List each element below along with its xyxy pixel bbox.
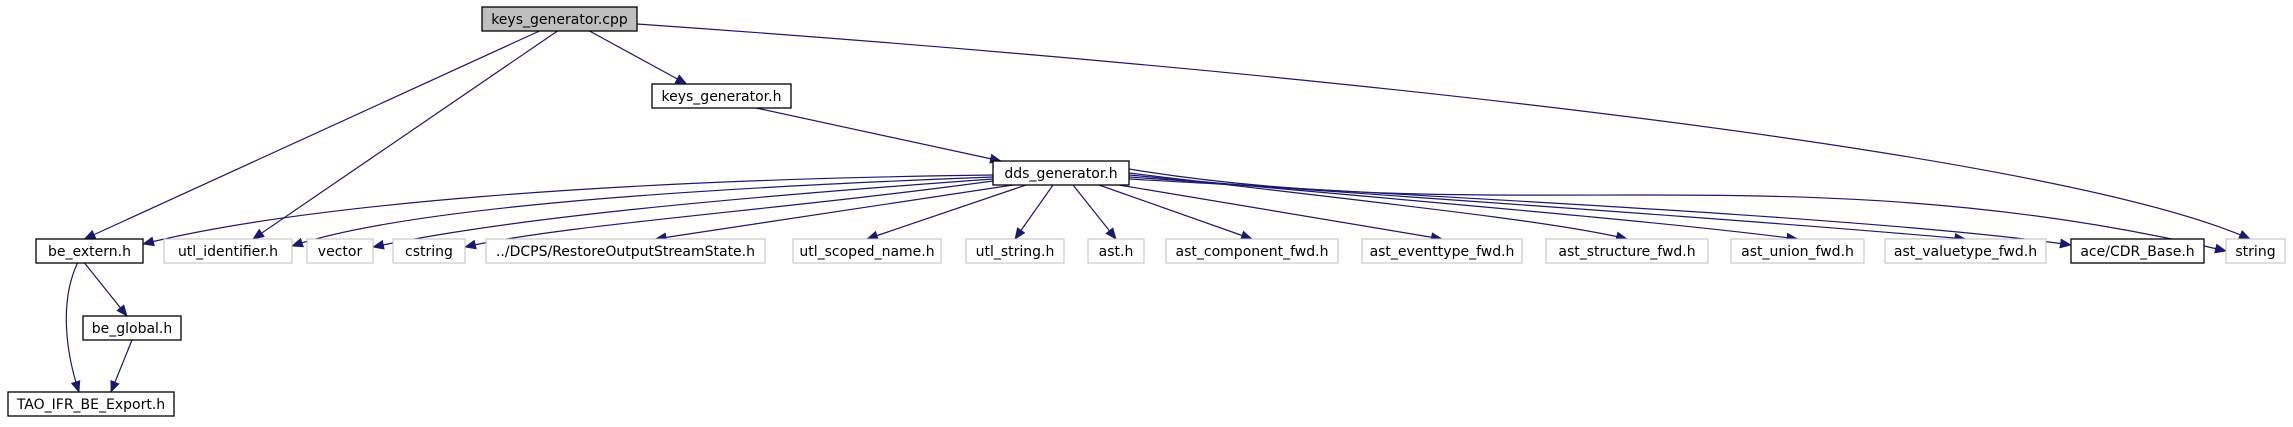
node-box — [35, 238, 144, 264]
node-label: ace/CDR_Base.h — [2080, 244, 2194, 260]
edge-be_global_h-to-tao_ifr_be_export_h — [110, 339, 133, 393]
node-box — [392, 238, 466, 264]
node-keys_generator_cpp: keys_generator.cpp — [481, 6, 638, 32]
node-label: ast_eventtype_fwd.h — [1370, 244, 1515, 260]
node-string[interactable]: string — [2225, 238, 2286, 264]
node-box — [82, 315, 182, 341]
node-box — [2070, 238, 2205, 264]
node-ast_h[interactable]: ast.h — [1087, 238, 1145, 264]
nodes-layer: keys_generator.cpp keys_generator.h dds_ge… — [7, 6, 2286, 417]
edge-dds_generator_h-to-utl_scoped_name_h — [866, 184, 1027, 241]
edge-keys_generator_h-to-dds_generator_h — [755, 107, 1002, 164]
node-box — [1545, 238, 1709, 264]
node-vector[interactable]: vector — [306, 238, 374, 264]
node-label: ../DCPS/RestoreOutputStreamState.h — [496, 244, 755, 260]
node-box — [1884, 238, 2047, 264]
node-tao_ifr_be_export_h[interactable]: TAO_IFR_BE_Export.h — [7, 391, 175, 417]
node-keys_generator_h[interactable]: keys_generator.h — [651, 83, 792, 109]
node-ast_structure_fwd_h[interactable]: ast_structure_fwd.h — [1545, 238, 1709, 264]
node-ast_union_fwd_h[interactable]: ast_union_fwd.h — [1730, 238, 1865, 264]
node-label: cstring — [405, 244, 453, 260]
node-box — [481, 6, 638, 32]
node-label: TAO_IFR_BE_Export.h — [16, 397, 165, 413]
edge-dds_generator_h-to-utl_string_h — [1014, 184, 1054, 240]
edge-keys_generator_cpp-to-string — [636, 23, 2251, 240]
node-ace_cdr_base_h[interactable]: ace/CDR_Base.h — [2070, 238, 2205, 264]
node-label: ast_structure_fwd.h — [1558, 244, 1695, 260]
edge-dds_generator_h-to-restore_output_stream_state_h — [654, 184, 1014, 243]
edge-dds_generator_h-to-ast_component_fwd_h — [1098, 184, 1253, 241]
edge-dds_generator_h-to-ast_h — [1072, 184, 1117, 240]
edge-dds_generator_h-to-utl_identifier_h — [291, 176, 994, 248]
node-dds_generator_h[interactable]: dds_generator.h — [992, 160, 1130, 186]
node-utl_string_h[interactable]: utl_string.h — [965, 238, 1065, 264]
node-label: keys_generator.h — [662, 89, 782, 105]
edges-layer — [65, 23, 2251, 393]
node-box — [1087, 238, 1145, 264]
node-label: keys_generator.cpp — [491, 12, 628, 28]
edge-dds_generator_h-to-ast_eventtype_fwd_h — [1118, 184, 1443, 243]
node-box — [163, 238, 293, 264]
node-box — [306, 238, 374, 264]
node-label: ast_union_fwd.h — [1741, 244, 1854, 260]
node-box — [1165, 238, 1339, 264]
node-label: ast_valuetype_fwd.h — [1894, 244, 2037, 260]
node-label: utl_scoped_name.h — [799, 244, 934, 260]
node-box — [651, 83, 792, 109]
edge-keys_generator_cpp-to-utl_identifier_h — [252, 30, 558, 240]
node-label: be_global.h — [92, 321, 173, 337]
node-ast_component_fwd_h[interactable]: ast_component_fwd.h — [1165, 238, 1339, 264]
node-cstring[interactable]: cstring — [392, 238, 466, 264]
edge-dds_generator_h-to-be_extern_h — [142, 174, 994, 247]
node-box — [1730, 238, 1865, 264]
node-be_extern_h[interactable]: be_extern.h — [35, 238, 144, 264]
node-ast_valuetype_fwd_h[interactable]: ast_valuetype_fwd.h — [1884, 238, 2047, 264]
edge-be_extern_h-to-be_global_h — [84, 262, 128, 317]
node-label: ast_component_fwd.h — [1176, 244, 1329, 260]
node-label: dds_generator.h — [1004, 166, 1117, 182]
node-label: utl_identifier.h — [178, 244, 278, 260]
node-box — [485, 238, 766, 264]
edge-be_extern_h-to-tao_ifr_be_export_h — [65, 262, 81, 393]
edge-dds_generator_h-to-string — [1128, 168, 2227, 254]
edge-keys_generator_cpp-to-be_extern_h — [83, 30, 540, 240]
node-box — [7, 391, 175, 417]
node-label: utl_string.h — [976, 244, 1055, 260]
node-label: vector — [318, 244, 363, 260]
node-ast_eventtype_fwd_h[interactable]: ast_eventtype_fwd.h — [1361, 238, 1523, 264]
node-box — [1361, 238, 1523, 264]
edge-keys_generator_cpp-to-keys_generator_h — [589, 30, 688, 85]
node-label: be_extern.h — [48, 244, 131, 260]
node-utl_scoped_name_h[interactable]: utl_scoped_name.h — [792, 238, 942, 264]
edge-dds_generator_h-to-ace_cdr_base_h — [1128, 178, 2072, 249]
node-box — [992, 160, 1130, 186]
node-label: string — [2235, 244, 2275, 260]
edge-dds_generator_h-to-cstring — [464, 180, 994, 250]
node-box — [2225, 238, 2286, 264]
node-box — [792, 238, 942, 264]
node-label: ast.h — [1099, 244, 1134, 260]
edge-dds_generator_h-to-vector — [372, 178, 994, 250]
node-box — [965, 238, 1065, 264]
node-be_global_h[interactable]: be_global.h — [82, 315, 182, 341]
node-restore_output_stream_state_h[interactable]: ../DCPS/RestoreOutputStreamState.h — [485, 238, 766, 264]
node-utl_identifier_h[interactable]: utl_identifier.h — [163, 238, 293, 264]
